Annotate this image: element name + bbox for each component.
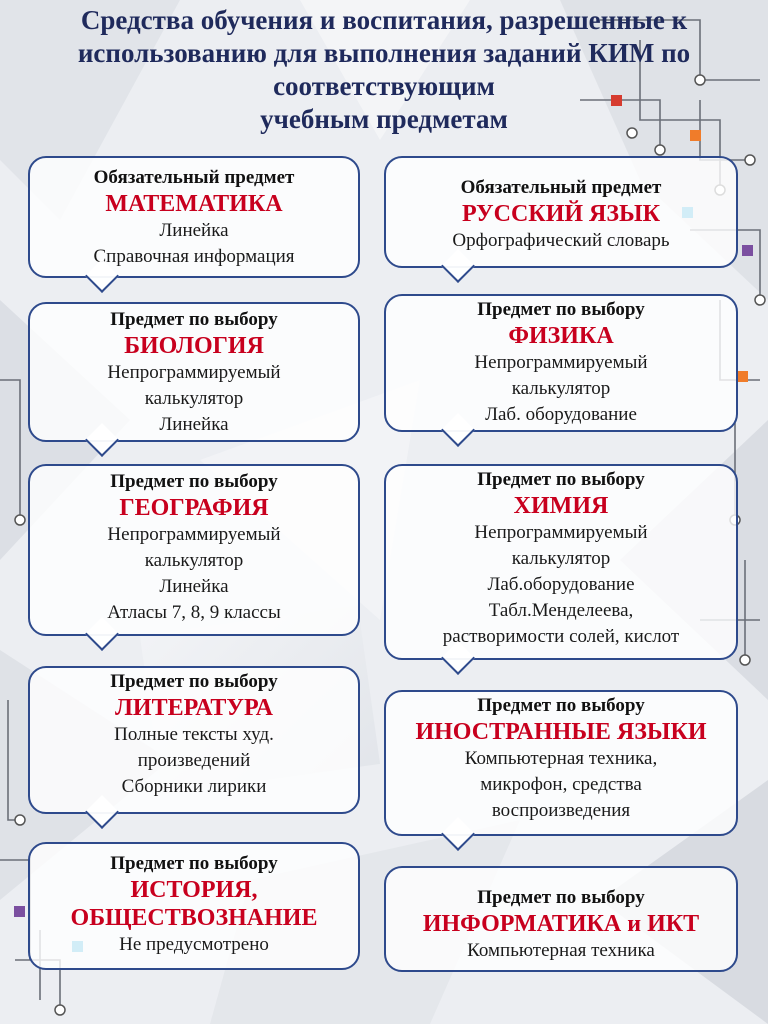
- subject-name: ГЕОГРАФИЯ: [119, 495, 269, 521]
- allowed-item: Лаб. оборудование: [485, 404, 637, 425]
- allowed-item: калькулятор: [511, 548, 611, 569]
- card-heading: Предмет по выбору: [110, 471, 278, 492]
- allowed-item: Компьютерная техника: [467, 940, 655, 961]
- allowed-item: Полные тексты худ.: [114, 724, 274, 745]
- allowed-item: Линейка: [159, 414, 229, 435]
- purple-square-decor: [742, 245, 753, 256]
- card-heading: Предмет по выбору: [110, 671, 278, 692]
- card-physics: Предмет по выбору ФИЗИКА Непрограммируем…: [384, 294, 738, 447]
- card-foreign-languages: Предмет по выбору ИНОСТРАННЫЕ ЯЗЫКИ Комп…: [384, 690, 738, 851]
- allowed-item: Сборники лирики: [121, 776, 267, 797]
- allowed-item: воспроизведения: [491, 800, 631, 821]
- allowed-item: произведений: [137, 750, 251, 771]
- allowed-item: калькулятор: [144, 550, 244, 571]
- page-title: Средства обучения и воспитания, разрешен…: [0, 4, 768, 136]
- allowed-item: Непрограммируемый: [474, 352, 648, 373]
- card-biology: Предмет по выбору БИОЛОГИЯ Непрограммиру…: [28, 302, 360, 457]
- title-line: Средства обучения и воспитания, разрешен…: [80, 5, 688, 35]
- card-heading: Обязательный предмет: [460, 177, 662, 198]
- card-heading: Предмет по выбору: [477, 695, 645, 716]
- subject-name: ОБЩЕСТВОЗНАНИЕ: [70, 905, 318, 931]
- subject-name: ИНОСТРАННЫЕ ЯЗЫКИ: [415, 719, 707, 745]
- allowed-item: растворимости солей, кислот: [442, 626, 680, 647]
- allowed-item: Не предусмотрено: [119, 934, 269, 955]
- allowed-item: Непрограммируемый: [474, 522, 648, 543]
- card-informatics: Предмет по выбору ИНФОРМАТИКА и ИКТ Комп…: [384, 866, 738, 972]
- card-mathematics: Обязательный предмет МАТЕМАТИКА Линейка …: [28, 156, 360, 293]
- subject-name: ЛИТЕРАТУРА: [115, 695, 273, 721]
- allowed-item: калькулятор: [511, 378, 611, 399]
- subject-name: ХИМИЯ: [513, 493, 609, 519]
- subject-name: ИНФОРМАТИКА и ИКТ: [422, 911, 700, 937]
- allowed-item: Линейка: [159, 220, 229, 241]
- card-heading: Предмет по выбору: [110, 309, 278, 330]
- subject-name: ИСТОРИЯ,: [130, 877, 258, 903]
- allowed-item: Непрограммируемый: [107, 524, 281, 545]
- card-russian: Обязательный предмет РУССКИЙ ЯЗЫК Орфогр…: [384, 156, 738, 283]
- allowed-item: Орфографический словарь: [452, 230, 670, 251]
- card-geography: Предмет по выбору ГЕОГРАФИЯ Непрограммир…: [28, 464, 360, 651]
- card-chemistry: Предмет по выбору ХИМИЯ Непрограммируемы…: [384, 464, 738, 675]
- allowed-item: Лаб.оборудование: [487, 574, 635, 595]
- card-heading: Предмет по выбору: [110, 853, 278, 874]
- card-literature: Предмет по выбору ЛИТЕРАТУРА Полные текс…: [28, 666, 360, 829]
- allowed-item: Линейка: [159, 576, 229, 597]
- title-line: использованию для выполнения заданий КИМ…: [77, 38, 691, 68]
- card-heading: Предмет по выбору: [477, 299, 645, 320]
- allowed-item: Табл.Менделеева,: [488, 600, 634, 621]
- allowed-item: Компьютерная техника,: [464, 748, 658, 769]
- subject-name: БИОЛОГИЯ: [124, 333, 264, 359]
- title-line: соответствующим: [273, 71, 495, 101]
- card-heading: Предмет по выбору: [477, 469, 645, 490]
- orange-square-decor: [690, 130, 701, 141]
- allowed-item: микрофон, средства: [480, 774, 642, 795]
- subject-name: МАТЕМАТИКА: [105, 191, 283, 217]
- card-heading: Предмет по выбору: [477, 887, 645, 908]
- subject-name: РУССКИЙ ЯЗЫК: [461, 201, 661, 227]
- card-heading: Обязательный предмет: [93, 167, 295, 188]
- allowed-item: калькулятор: [144, 388, 244, 409]
- title-line: учебным предметам: [260, 104, 508, 134]
- allowed-item: Непрограммируемый: [107, 362, 281, 383]
- subject-name: ФИЗИКА: [508, 323, 614, 349]
- card-history-social-studies: Предмет по выбору ИСТОРИЯ, ОБЩЕСТВОЗНАНИ…: [28, 842, 360, 970]
- red-square-decor: [611, 95, 622, 106]
- allowed-item: Атласы 7, 8, 9 классы: [107, 602, 281, 623]
- allowed-item: Справочная информация: [93, 246, 295, 267]
